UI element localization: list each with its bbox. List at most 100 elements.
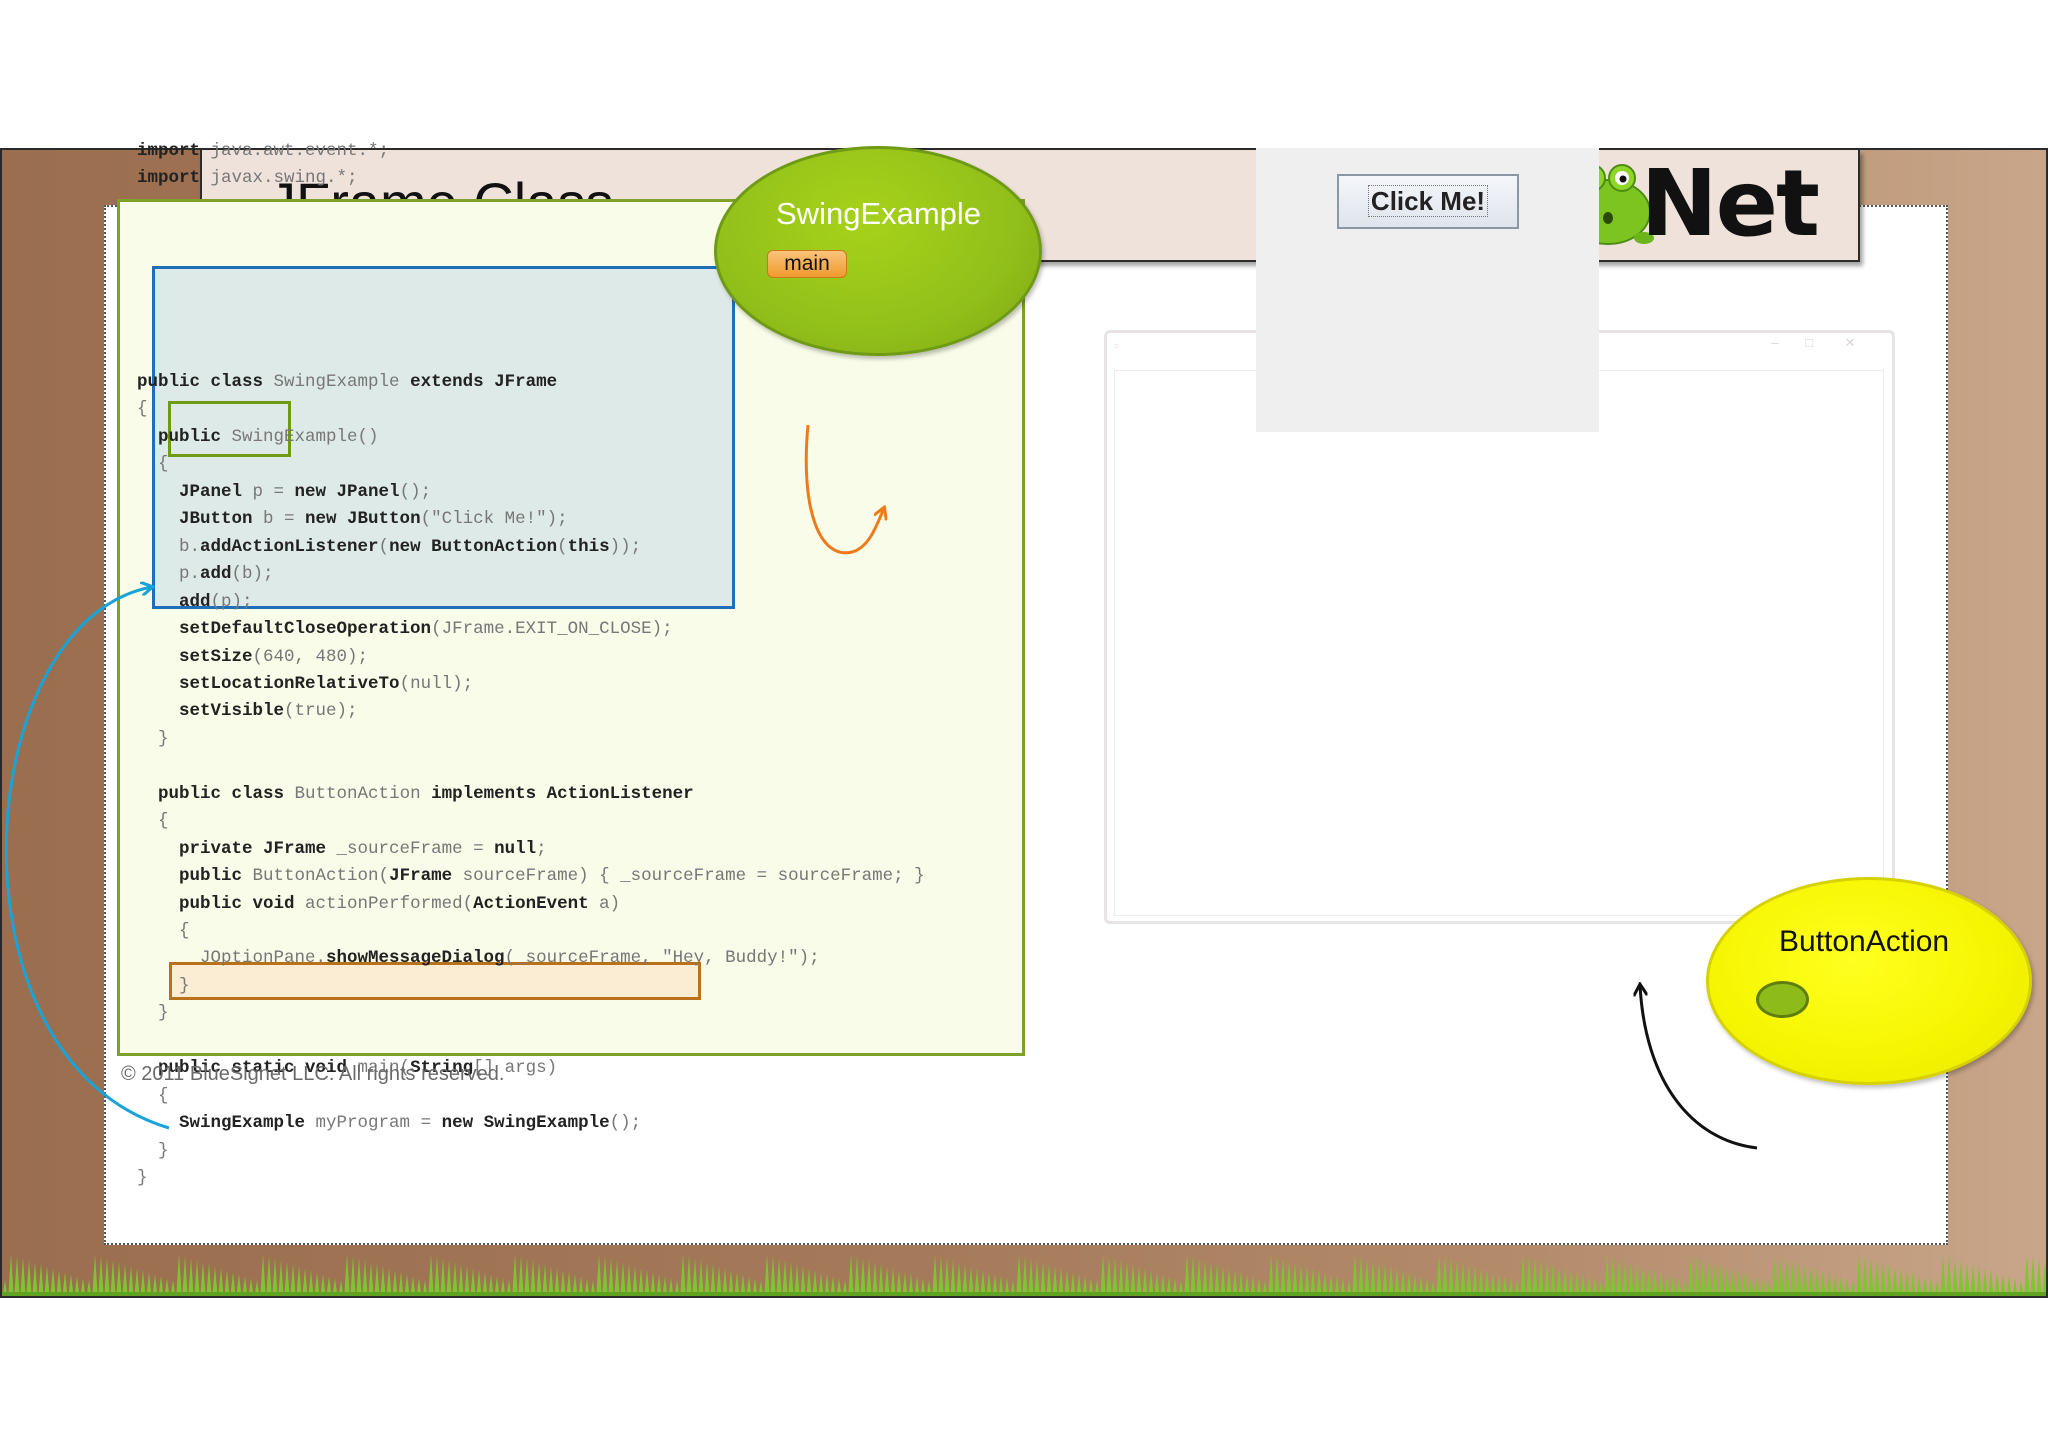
window-maximize-button[interactable]: □ <box>1805 335 1813 350</box>
button-action-bubble-label: ButtonAction <box>1779 925 1950 958</box>
grass-base <box>2 1292 2046 1296</box>
code-text: actionPerformed( <box>294 893 474 914</box>
code-keyword: setSize <box>179 646 253 667</box>
code-text: sourceFrame) { _sourceFrame = sourceFram… <box>452 866 925 887</box>
frog-net-logo: Net <box>1558 150 1820 257</box>
code-text: (null); <box>399 673 474 694</box>
code-text: JOptionPane. <box>137 948 327 969</box>
code-text <box>137 701 179 721</box>
code-line: public ButtonAction(JFrame sourceFrame) … <box>137 866 925 886</box>
code-text: SwingExample() <box>221 426 379 447</box>
code-keyword: public class <box>158 783 285 804</box>
code-keyword: this <box>567 536 610 557</box>
code-text: ; <box>536 838 547 859</box>
code-keyword: addActionListener <box>200 536 379 557</box>
code-line: setVisible(true); <box>137 701 358 721</box>
button-action-bubble <box>1706 877 2032 1085</box>
code-keyword: showMessageDialog <box>326 948 505 969</box>
code-text: } <box>137 1140 169 1161</box>
code-keyword: add <box>179 591 211 612</box>
code-line: } <box>137 1141 169 1161</box>
code-text: )); <box>609 536 642 557</box>
code-text: b = <box>252 509 306 530</box>
code-keyword: new SwingExample <box>441 1113 610 1134</box>
button-action-dot <box>1756 981 1809 1018</box>
import-package: javax.swing.*; <box>200 168 358 188</box>
code-line: SwingExample myProgram = new SwingExampl… <box>137 1113 641 1133</box>
code-line: } <box>137 1003 169 1023</box>
code-keyword: new JPanel <box>294 481 400 502</box>
code-text: ("Click Me!"); <box>420 509 568 530</box>
code-text <box>137 1113 179 1133</box>
code-keyword: null <box>494 838 537 859</box>
code-text: _sourceFrame = <box>326 838 495 859</box>
code-keyword: public void <box>179 893 295 914</box>
window-close-button[interactable]: ✕ <box>1844 335 1856 350</box>
logo-text: Net <box>1640 150 1820 257</box>
code-line: } <box>137 1168 148 1188</box>
code-text: } <box>137 728 169 749</box>
code-keyword: public class <box>137 372 264 392</box>
code-text: (); <box>609 1113 642 1134</box>
main-instantiation-box <box>169 962 701 1000</box>
code-line: } <box>137 729 169 749</box>
code-line: p.add(b); <box>137 564 274 584</box>
code-line: private JFrame _sourceFrame = null; <box>137 839 547 859</box>
code-text: (JFrame.EXIT_ON_CLOSE); <box>431 619 673 640</box>
code-keyword: setVisible <box>179 701 285 722</box>
code-text: } <box>137 975 190 996</box>
constructor-box <box>152 266 735 609</box>
code-text: { <box>137 811 169 832</box>
code-line: JButton b = new JButton("Click Me!"); <box>137 509 568 529</box>
import-line: import java.awt.event.*; <box>137 141 389 161</box>
code-text: myProgram = <box>305 1113 442 1134</box>
code-keyword: SwingExample <box>179 1113 306 1134</box>
code-text <box>137 894 179 914</box>
code-text <box>137 866 179 886</box>
code-keyword: setLocationRelativeTo <box>179 673 400 694</box>
import-line: import javax.swing.*; <box>137 168 358 188</box>
code-keyword: private JFrame <box>179 838 327 859</box>
code-line: { <box>137 1086 169 1106</box>
code-keyword: public static void <box>158 1058 348 1079</box>
code-line: setDefaultCloseOperation(JFrame.EXIT_ON_… <box>137 619 673 639</box>
code-line: { <box>137 811 169 831</box>
click-me-button[interactable]: Click Me! <box>1337 174 1519 229</box>
code-text <box>137 674 179 694</box>
code-text <box>137 592 179 612</box>
code-keyword: JPanel <box>179 481 243 502</box>
code-text: p. <box>137 564 201 585</box>
code-text: (640, 480); <box>252 646 369 667</box>
code-line: { <box>137 399 148 419</box>
window-minimize-button[interactable]: – <box>1771 335 1779 350</box>
import-package: java.awt.event.*; <box>200 141 390 161</box>
code-text <box>137 839 179 859</box>
code-text: main( <box>347 1058 411 1079</box>
code-keyword: JButton <box>179 509 253 530</box>
code-line: add(p); <box>137 592 253 612</box>
code-text: } <box>137 1168 148 1189</box>
code-text: (true); <box>284 701 358 722</box>
code-text: (_sourceFrame, "Hey, Buddy!"); <box>504 948 820 969</box>
code-line: public class ButtonAction implements Act… <box>137 784 694 804</box>
code-line: public static void main(String[] args) <box>137 1058 557 1078</box>
copyright-notice: © 2011 BlueSignet LLC. All rights reserv… <box>121 1063 505 1085</box>
code-keyword: new JButton <box>305 509 421 530</box>
swing-example-bubble-label: SwingExample <box>776 196 982 231</box>
p-add-highlight-box <box>168 401 291 457</box>
code-text: p = <box>242 481 295 502</box>
code-text: { <box>137 921 190 941</box>
code-text: [] args) <box>473 1058 558 1079</box>
code-text <box>137 784 158 804</box>
code-keyword: ActionEvent <box>473 893 589 914</box>
grass-blades <box>2 1254 2046 1296</box>
code-line: JOptionPane.showMessageDialog(_sourceFra… <box>137 948 820 968</box>
grass-decoration <box>2 1254 2046 1296</box>
code-text: (); <box>399 481 432 502</box>
code-line: setLocationRelativeTo(null); <box>137 674 473 694</box>
window-app-icon: ▫ <box>1114 337 1119 353</box>
code-keyword: JFrame <box>389 866 453 887</box>
code-line: b.addActionListener(new ButtonAction(thi… <box>137 537 641 557</box>
code-keyword: setDefaultCloseOperation <box>179 619 432 640</box>
code-text: { <box>137 454 169 475</box>
